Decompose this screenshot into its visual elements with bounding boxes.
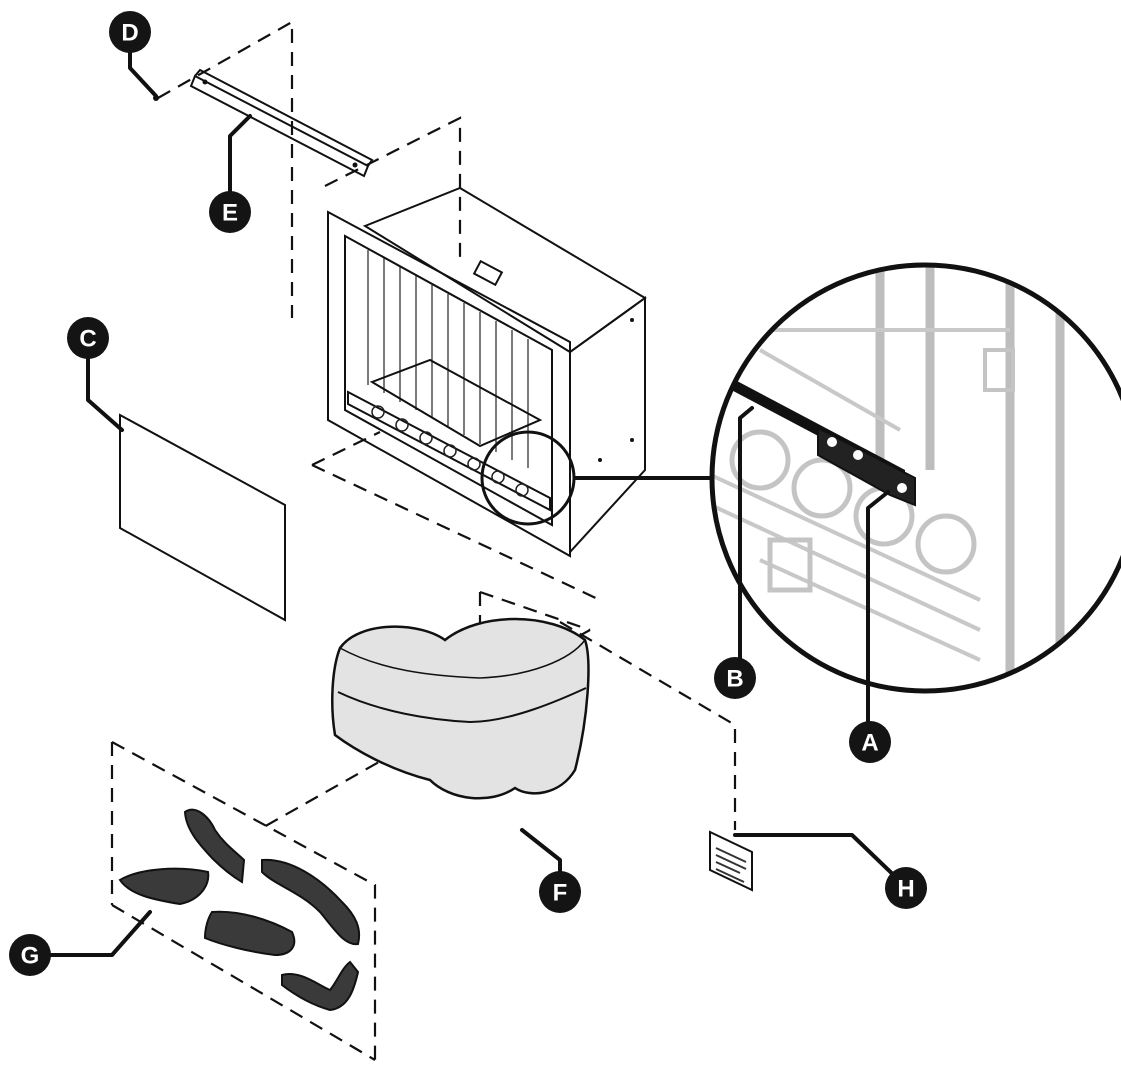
rating-label-card bbox=[709, 830, 753, 892]
callout-E: E bbox=[209, 191, 251, 233]
zoom-detail bbox=[709, 262, 1121, 694]
callout-label: D bbox=[121, 20, 138, 47]
callout-D: D bbox=[109, 11, 151, 53]
callout-label: H bbox=[897, 876, 914, 903]
callout-C: C bbox=[67, 317, 109, 359]
firebox-unit bbox=[327, 186, 647, 558]
ceramic-logs bbox=[118, 808, 361, 1012]
callout-G: G bbox=[9, 934, 51, 976]
callout-H: H bbox=[885, 867, 927, 909]
callout-label: E bbox=[222, 200, 238, 227]
callout-label: B bbox=[726, 666, 743, 693]
glass-panel bbox=[119, 413, 286, 622]
callout-label: G bbox=[21, 943, 40, 970]
assembly-dashed-lines bbox=[110, 20, 737, 1062]
callout-label: C bbox=[79, 326, 96, 353]
callout-label: F bbox=[553, 880, 568, 907]
mounting-bracket bbox=[189, 68, 374, 178]
callout-A: A bbox=[849, 721, 891, 763]
ember-bag bbox=[331, 617, 590, 800]
callout-B: B bbox=[714, 657, 756, 699]
callout-label: A bbox=[861, 730, 878, 757]
callout-F: F bbox=[539, 871, 581, 913]
